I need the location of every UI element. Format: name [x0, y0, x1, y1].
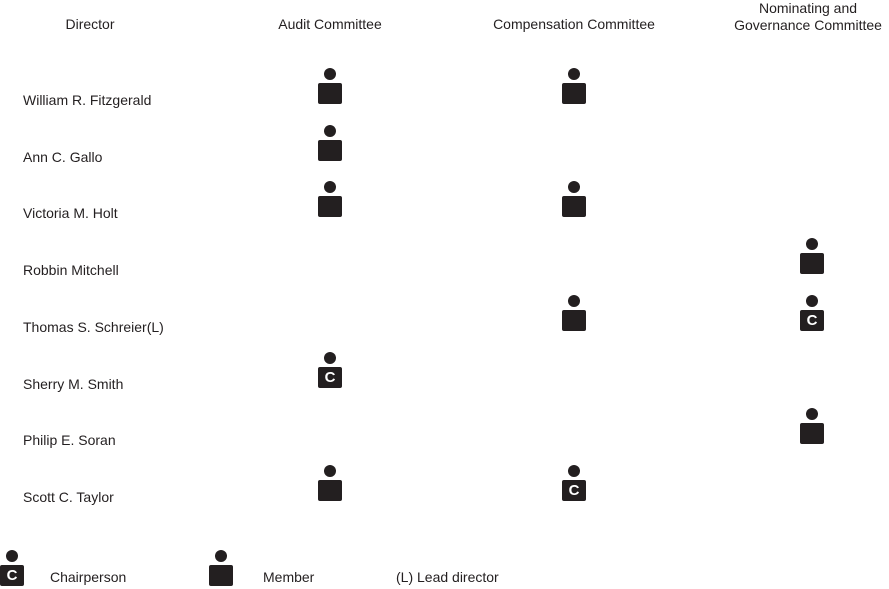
director-name: Scott C. Taylor — [23, 488, 114, 505]
director-name: Ann C. Gallo — [23, 148, 103, 165]
header-director: Director — [65, 16, 115, 32]
chair-badge: C — [0, 565, 24, 586]
member-icon-nominating — [800, 408, 824, 446]
legend-member-label: Member — [263, 569, 315, 585]
member-icon-audit — [318, 68, 342, 106]
director-name: Victoria M. Holt — [23, 205, 118, 222]
director-name: Thomas S. Schreier(L) — [23, 318, 164, 335]
legend-chairperson-label: Chairperson — [50, 569, 127, 585]
chairperson-icon-nominating: C — [800, 294, 824, 333]
member-icon-nominating — [800, 238, 824, 276]
chair-badge: C — [318, 366, 342, 388]
legend-lead-director-label: (L) Lead director — [396, 569, 499, 585]
member-icon-audit — [318, 464, 342, 503]
member-icon-compensation — [562, 181, 586, 219]
header-nominating-line1: Nominating and — [758, 0, 858, 16]
director-name: Sherry M. Smith — [23, 375, 124, 392]
member-icon-compensation — [562, 294, 586, 333]
member-icon — [209, 550, 233, 588]
header-nominating-line2: Governance Committee — [734, 17, 882, 33]
director-name: William R. Fitzgerald — [23, 92, 152, 108]
chair-badge: C — [562, 479, 586, 501]
director-name: Philip E. Soran — [23, 432, 116, 449]
member-icon-compensation — [562, 68, 586, 106]
director-name: Robbin Mitchell — [23, 262, 119, 279]
chair-badge: C — [800, 309, 824, 331]
member-icon-audit — [318, 124, 342, 163]
header-compensation-committee: Compensation Committee — [493, 16, 655, 32]
chairperson-icon-audit: C — [318, 351, 342, 390]
chairperson-icon-compensation: C — [562, 464, 586, 503]
chairperson-icon: C — [0, 550, 24, 588]
header-audit-committee: Audit Committee — [278, 16, 382, 32]
header-nominating-governance-committee: Nominating and Governance Committee — [728, 0, 888, 34]
member-icon-audit — [318, 181, 342, 219]
